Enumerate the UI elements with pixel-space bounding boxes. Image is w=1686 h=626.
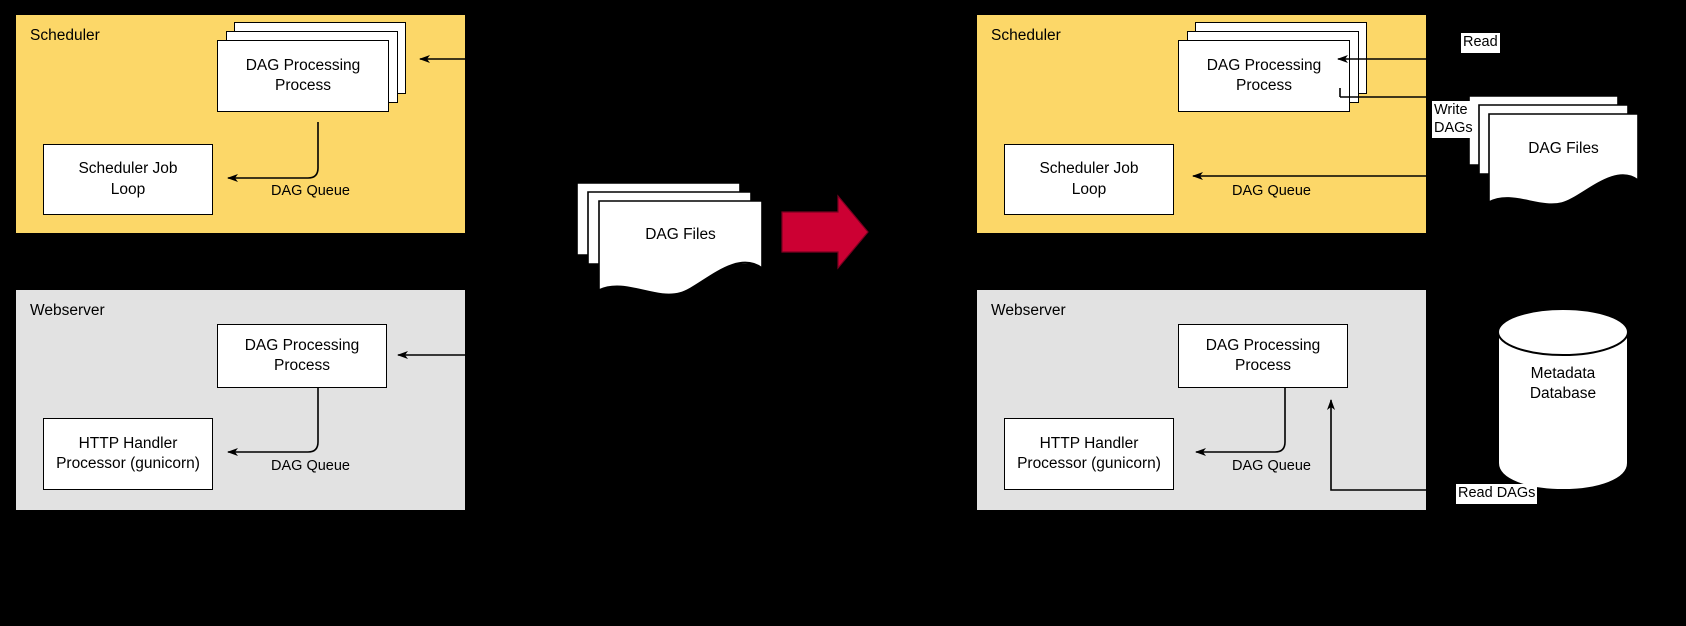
right-webserver-http-handler-line2: Processor (gunicorn) <box>1017 455 1161 472</box>
write-dags-line2: DAGs <box>1434 119 1473 136</box>
right-scheduler-job-loop-line2: Loop <box>1071 180 1107 198</box>
right-webserver-dag-processing-process[interactable]: DAG Processing Process <box>1178 324 1348 388</box>
write-dags-line1: Write <box>1434 102 1468 118</box>
right-webserver-title: Webserver <box>991 302 1066 319</box>
left-webserver-dag-processing-line1: DAG Processing <box>244 336 360 354</box>
left-scheduler-job-loop[interactable]: Scheduler Job Loop <box>43 144 213 215</box>
right-webserver-dag-processing-line2: Process <box>1234 357 1291 374</box>
left-scheduler-title: Scheduler <box>30 27 100 44</box>
metadata-database-line1: Metadata <box>1530 365 1596 382</box>
right-scheduler-panel: Scheduler DAG Processing Process Schedul… <box>976 14 1427 234</box>
left-scheduler-job-loop-line2: Loop <box>110 180 146 198</box>
metadata-database-label: Metadata Database <box>1498 364 1628 405</box>
read-dags-label: Read DAGs <box>1456 484 1538 504</box>
right-webserver-panel: Webserver DAG Processing Process HTTP Ha… <box>976 289 1427 511</box>
left-webserver-http-handler[interactable]: HTTP Handler Processor (gunicorn) <box>43 418 213 490</box>
right-scheduler-dag-processing-line2: Process <box>1235 77 1292 94</box>
read-label: Read <box>1461 33 1500 53</box>
right-webserver-dag-queue-label: DAG Queue <box>1232 458 1311 474</box>
metadata-database-line2: Database <box>1529 385 1597 403</box>
right-scheduler-job-loop[interactable]: Scheduler Job Loop <box>1004 144 1174 215</box>
right-scheduler-dag-processing-process[interactable]: DAG Processing Process <box>1178 40 1350 112</box>
left-scheduler-dag-queue-label: DAG Queue <box>271 183 350 199</box>
left-webserver-http-handler-line2: Processor (gunicorn) <box>56 455 200 472</box>
left-webserver-panel: Webserver DAG Processing Process HTTP Ha… <box>15 289 466 511</box>
transition-arrow <box>781 194 869 270</box>
left-webserver-http-handler-line1: HTTP Handler <box>78 434 178 452</box>
right-webserver-dag-processing-line1: DAG Processing <box>1205 336 1321 354</box>
right-scheduler-dag-processing-line1: DAG Processing <box>1206 56 1322 74</box>
middle-dag-files-label: DAG Files <box>645 226 716 243</box>
right-scheduler-title: Scheduler <box>991 27 1061 44</box>
right-webserver-http-handler[interactable]: HTTP Handler Processor (gunicorn) <box>1004 418 1174 490</box>
left-webserver-title: Webserver <box>30 302 105 319</box>
right-scheduler-dag-queue-label: DAG Queue <box>1232 183 1311 199</box>
left-scheduler-dag-processing-line2: Process <box>274 77 331 94</box>
write-dags-label: Write DAGs <box>1432 101 1475 139</box>
right-dag-files-label: DAG Files <box>1528 140 1599 157</box>
left-scheduler-dag-processing-process[interactable]: DAG Processing Process <box>217 40 389 112</box>
left-webserver-dag-processing-process[interactable]: DAG Processing Process <box>217 324 387 388</box>
left-scheduler-job-loop-line1: Scheduler Job <box>78 160 178 178</box>
left-webserver-dag-queue-label: DAG Queue <box>271 458 350 474</box>
right-webserver-http-handler-line1: HTTP Handler <box>1039 434 1139 452</box>
right-scheduler-job-loop-line1: Scheduler Job <box>1039 160 1139 178</box>
left-scheduler-panel: Scheduler DAG Processing Process Schedul… <box>15 14 466 234</box>
left-scheduler-dag-processing-line1: DAG Processing <box>245 56 361 74</box>
left-webserver-dag-processing-line2: Process <box>273 357 330 374</box>
